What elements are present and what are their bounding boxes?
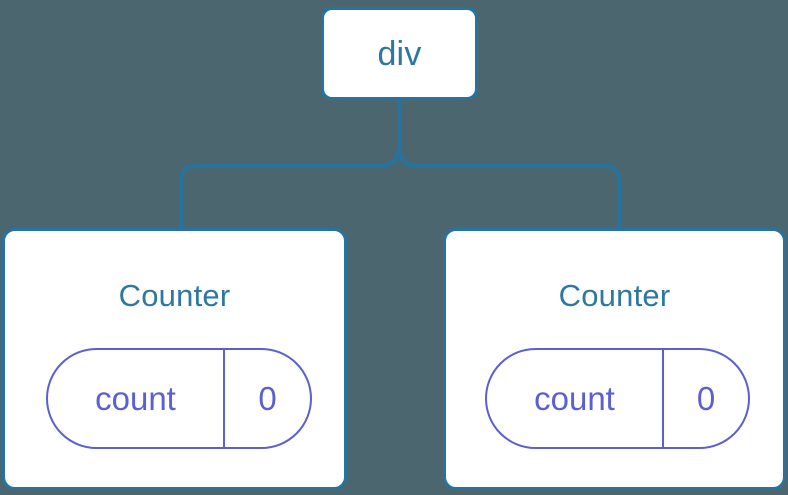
component-card-counter-2[interactable]: Counter count 0 [443,228,786,490]
state-pill[interactable]: count 0 [46,348,312,449]
connector-to-right-child [397,145,621,230]
state-key: count [487,350,664,447]
state-value: 0 [696,380,716,417]
component-card-counter-1[interactable]: Counter count 0 [2,228,347,490]
state-key: count [48,350,225,447]
root-node-div[interactable]: div [321,7,478,100]
connector-to-left-child [179,145,401,230]
root-node-label: div [377,34,422,73]
state-pill[interactable]: count 0 [485,348,750,449]
component-title: Counter [118,278,231,313]
state-value: 0 [258,380,277,417]
component-title: Counter [558,278,671,313]
